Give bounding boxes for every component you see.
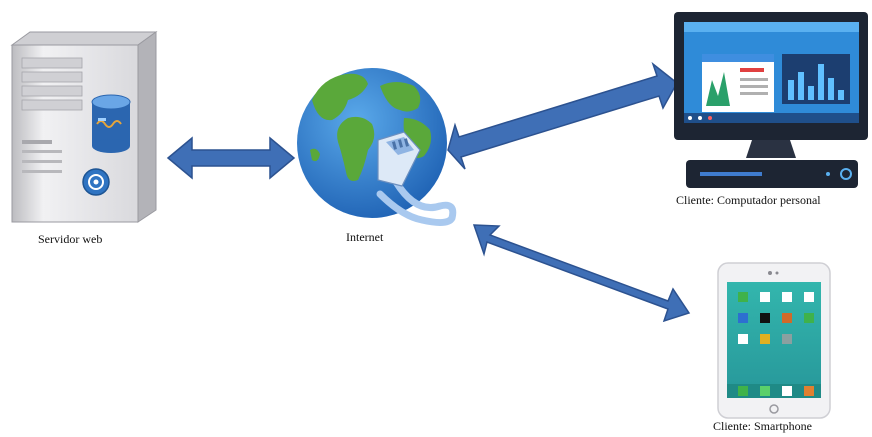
arrow-internet-pc [447, 61, 678, 170]
server-icon [10, 31, 158, 223]
database-icon [91, 94, 131, 153]
gear-icon [82, 168, 110, 196]
globe-icon [297, 68, 457, 227]
smartphone-client-label: Cliente: Smartphone [713, 419, 812, 433]
internet-label: Internet [346, 230, 384, 244]
pc-client-label: Cliente: Computador personal [676, 193, 821, 207]
ethernet-cable-icon [376, 131, 457, 227]
tablet-icon [717, 262, 831, 419]
server-label: Servidor web [38, 232, 103, 246]
desktop-computer-icon [674, 12, 868, 188]
arrow-server-internet [166, 136, 296, 180]
arrow-internet-smartphone [472, 224, 691, 323]
